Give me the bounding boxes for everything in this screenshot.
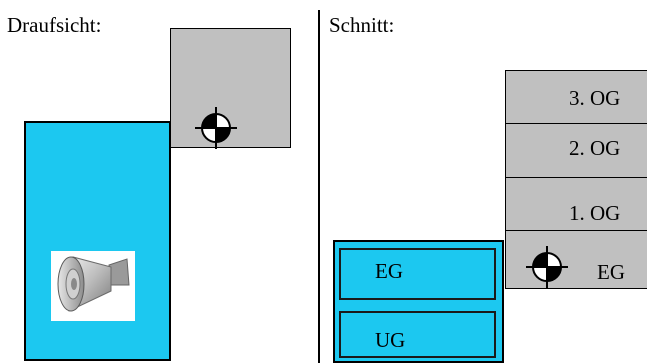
floor-1og-block (505, 177, 647, 231)
floor-2og-label: 2. OG (569, 136, 621, 160)
floor-1og-label: 1. OG (569, 201, 621, 225)
view-divider (318, 10, 320, 363)
crosshair-target-icon (526, 246, 568, 288)
floor-ug-label: UG (375, 328, 406, 352)
floor-2og-block (505, 123, 647, 178)
floor-3og-label: 3. OG (569, 86, 621, 110)
floor-eg-left-box (339, 248, 496, 300)
plan-cyan-zone (24, 121, 171, 361)
floor-eg-right-label: EG (597, 260, 625, 284)
floor-eg-right-block (505, 230, 647, 289)
crosshair-target-icon (195, 107, 237, 149)
loudspeaker-icon (51, 251, 135, 321)
floor-ug-box (339, 311, 496, 358)
floor-eg-left-label: EG (375, 259, 403, 283)
section-view-heading: Schnitt: (329, 13, 395, 37)
plan-view-heading: Draufsicht: (7, 13, 102, 37)
